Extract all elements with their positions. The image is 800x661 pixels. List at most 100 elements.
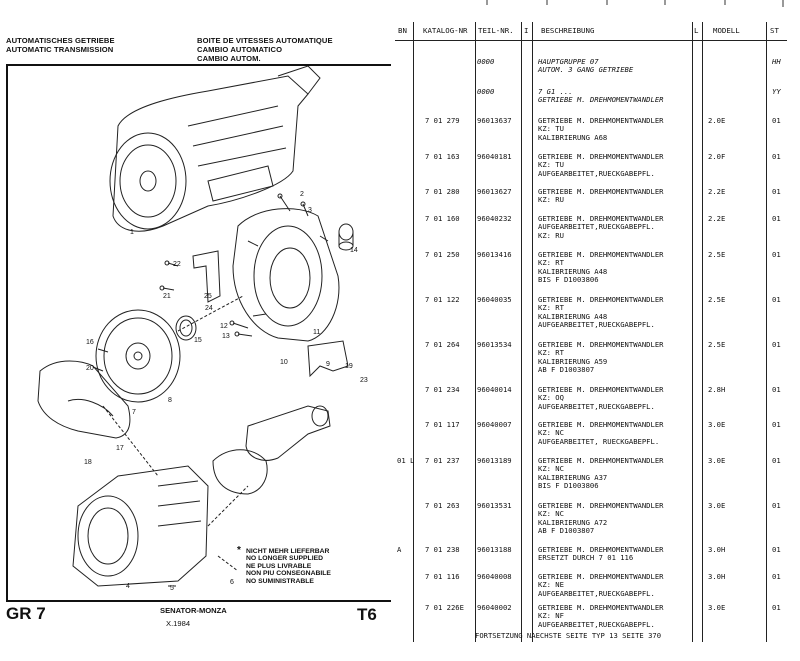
title-line: AUTOMATIC TRANSMISSION	[6, 45, 114, 54]
mount-bracket-left	[192, 250, 221, 303]
row-catalog-number: 7 01 279	[425, 116, 460, 125]
description-line: KZ: RT	[538, 348, 564, 358]
svg-text:13: 13	[222, 333, 230, 340]
description-line: GETRIEBE M. DREHMOMENTWANDLER	[538, 501, 664, 510]
description-line: AB F D1003807	[538, 526, 595, 536]
description-line: AUFGEARBEITET, RUECKGABEPFL.	[538, 436, 660, 446]
row-catalog-number: 7 01 280	[425, 187, 460, 196]
header-model: MODELL	[713, 26, 740, 35]
svg-text:15: 15	[194, 337, 202, 344]
header-part: TEIL-NR.	[478, 26, 514, 35]
row-part-number: 96040008	[477, 572, 512, 581]
row-catalog-number: 7 01 238	[425, 545, 460, 554]
legend-line: NO SUMINISTRABLE	[246, 577, 314, 585]
description-line: KZ: NC	[538, 428, 564, 438]
column-divider	[475, 22, 476, 642]
description-line: KZ: RU	[538, 195, 564, 205]
description-line: AUFGEARBEITET,RUECKGABEPFL.	[538, 619, 655, 629]
row-model: 3.0H	[708, 545, 726, 554]
description-line: BIS F D1003806	[538, 275, 599, 285]
legend-not-supplied: * NICHT MEHR LIEFERBAR NO LONGER SUPPLIE…	[237, 545, 331, 585]
row-part-number: 96013189	[477, 456, 512, 465]
svg-text:4: 4	[126, 583, 130, 590]
row-part-number: 96040035	[477, 295, 512, 304]
column-divider	[692, 22, 693, 642]
svg-text:20: 20	[86, 365, 94, 372]
row-catalog-number: 7 01 234	[425, 385, 460, 394]
column-divider	[532, 22, 533, 642]
svg-text:9: 9	[326, 361, 330, 368]
row-st: 01	[772, 250, 781, 259]
svg-text:16: 16	[86, 339, 94, 346]
svg-text:1: 1	[130, 229, 134, 236]
header-i: I	[524, 26, 529, 35]
header-description: BESCHREIBUNG	[541, 26, 595, 35]
description-line: KZ: NC	[538, 464, 564, 474]
description-line: GETRIEBE M. DREHMOMENTWANDLER	[538, 456, 664, 465]
description-line: KZ: OQ	[538, 393, 564, 403]
row-model: 3.0H	[708, 572, 726, 581]
publication-date: X.1984	[166, 619, 191, 628]
description-line: AUFGEARBEITET,RUECKGABEPFL.	[538, 588, 655, 598]
row-st: 01	[772, 116, 781, 125]
row-st: 01	[772, 501, 781, 510]
svg-text:24: 24	[205, 305, 213, 312]
row-model: 2.2E	[708, 214, 726, 223]
row-catalog-number: 7 01 237	[425, 456, 460, 465]
description-line: KZ: TU	[538, 124, 564, 134]
row-catalog-number: 7 01 160	[425, 214, 460, 223]
bolts	[92, 193, 309, 372]
description-line: KALIBRIERUNG A48	[538, 266, 608, 276]
row-model: 2.5E	[708, 340, 726, 349]
column-divider	[413, 22, 414, 642]
header-st: ST	[770, 26, 779, 35]
svg-text:17: 17	[116, 445, 124, 452]
row-st: 01	[772, 152, 781, 161]
sleeve	[338, 223, 354, 251]
description-line: KALIBRIERUNG A37	[538, 472, 608, 482]
svg-text:10: 10	[280, 359, 288, 366]
row-part-number: 96040014	[477, 385, 512, 394]
svg-text:8: 8	[168, 397, 172, 404]
svg-text:18: 18	[84, 459, 92, 466]
page-top-marks	[486, 0, 784, 7]
row-part-number: 96013627	[477, 187, 512, 196]
row-part-number: 96013531	[477, 501, 512, 510]
description-line: AUFGEARBEITET,RUECKGABEPFL.	[538, 168, 655, 178]
row-st: 01	[772, 420, 781, 429]
description-line: BIS F D1003806	[538, 481, 599, 491]
description-line: GETRIEBE M. DREHMOMENTWANDLER	[538, 95, 664, 105]
row-st: 01	[772, 295, 781, 304]
cover-plate	[37, 360, 131, 439]
row-part-number: 0000	[477, 57, 495, 66]
title-line: CAMBIO AUTOM.	[197, 54, 261, 63]
row-catalog-number: 7 01 264	[425, 340, 460, 349]
converter-housing	[232, 208, 340, 342]
description-line: GETRIEBE M. DREHMOMENTWANDLER	[538, 420, 664, 429]
row-model: 2.5E	[708, 295, 726, 304]
description-line: AUFGEARBEITET,RUECKGABEPFL.	[538, 320, 655, 330]
assembly-leaders	[102, 295, 249, 587]
title-line: AUTOMATISCHES GETRIEBE	[6, 36, 115, 45]
svg-text:19: 19	[345, 363, 353, 370]
frame-top-rule	[6, 64, 391, 66]
gasket	[212, 449, 268, 495]
column-divider	[521, 22, 522, 642]
row-catalog-number: 7 01 226E	[425, 603, 464, 612]
svg-text:12: 12	[220, 323, 228, 330]
header-rule	[395, 40, 787, 41]
row-bn: 01 L	[397, 456, 415, 465]
row-part-number: 96013188	[477, 545, 512, 554]
column-headers: BN KATALOG-NR TEIL-NR. I BESCHREIBUNG L …	[395, 26, 800, 38]
row-st: 01	[772, 456, 781, 465]
row-model: 2.8H	[708, 385, 726, 394]
